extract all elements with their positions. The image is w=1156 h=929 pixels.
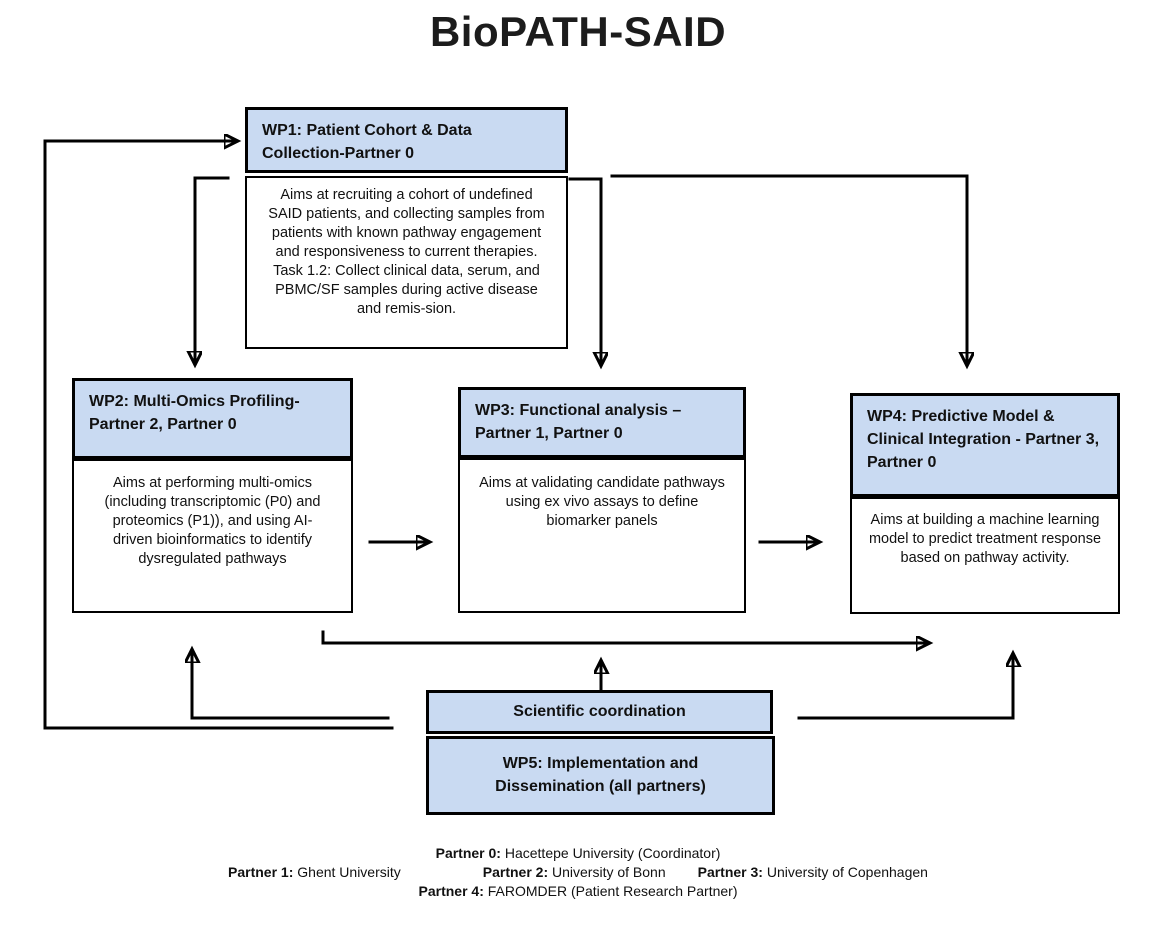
wp3-header-box: WP3: Functional analysis – Partner 1, Pa… [458,387,746,458]
legend-partner1: Partner 1: Ghent University [228,864,401,880]
legend-partner0-text: Hacettepe University (Coordinator) [504,845,721,861]
legend-partner0-label: Partner 0: [435,845,501,861]
wp2-header-box: WP2: Multi-Omics Profiling-Partner 2, Pa… [72,378,353,459]
wp2-header-label: WP2: Multi-Omics Profiling-Partner 2, Pa… [89,393,300,433]
wp3-header-label: WP3: Functional analysis – Partner 1, Pa… [475,402,682,442]
wp4-body-box: Aims at building a machine learning mode… [850,497,1120,614]
wp3-body-box: Aims at validating candidate pathways us… [458,458,746,613]
scientific-coordination-box: Scientific coordination [426,690,773,734]
wp1-body-text: Aims at recruiting a cohort of undefined… [268,187,545,317]
legend-partner2: Partner 2: University of Bonn [483,864,666,880]
arrow-coordination-to-wp2 [192,653,390,720]
legend-row-1: Partner 0: Hacettepe University (Coordin… [0,844,1156,863]
wp4-body-text: Aims at building a machine learning mode… [868,512,1102,566]
legend-partner4-text: FAROMDER (Patient Research Partner) [487,883,738,899]
arrow-wp1-to-wp4 [610,174,967,362]
wp3-body-text: Aims at validating candidate pathways us… [479,475,725,529]
wp4-header-box: WP4: Predictive Model & Clinical Integra… [850,393,1120,497]
wp5-label: WP5: Implementation and Dissemination (a… [495,755,706,795]
legend-partner3-text: University of Copenhagen [766,864,928,880]
legend-partner2-label: Partner 2: [482,864,549,880]
arrow-bottom-flow-to-wp4 [321,630,926,643]
legend-row-2: Partner 1: Ghent University Partner 2: Un… [0,863,1156,882]
wp1-body-box: Aims at recruiting a cohort of undefined… [245,176,568,349]
arrow-wp1-to-wp3 [568,177,601,362]
wp1-header-box: WP1: Patient Cohort & Data Collection-Pa… [245,107,568,173]
wp2-body-text: Aims at performing multi-omics (includin… [104,475,321,567]
arrow-wp1-to-wp2 [195,176,230,361]
legend-partner2-text: University of Bonn [552,864,666,880]
wp5-box: WP5: Implementation and Dissemination (a… [426,736,775,815]
wp1-header-label: WP1: Patient Cohort & Data Collection-Pa… [262,122,472,162]
legend-partner0: Partner 0: Hacettepe University (Coordin… [436,845,721,861]
wp4-header-label: WP4: Predictive Model & Clinical Integra… [867,408,1100,471]
legend-row-3: Partner 4: FAROMDER (Patient Research Pa… [0,882,1156,901]
diagram-title: BioPATH-SAID [429,8,727,55]
wp2-body-box: Aims at performing multi-omics (includin… [72,459,353,613]
legend-partner4-label: Partner 4: [418,883,484,899]
legend-partner4: Partner 4: FAROMDER (Patient Research Pa… [419,883,738,899]
legend-partner3: Partner 3: University of Copenhagen [698,864,928,880]
legend-partner1-label: Partner 1: [228,864,294,880]
scientific-coordination-label: Scientific coordination [513,703,686,720]
legend-partner3-label: Partner 3: [697,864,763,880]
legend-partner1-text: Ghent University [297,864,401,880]
arrow-coordination-to-wp4 [797,657,1013,720]
